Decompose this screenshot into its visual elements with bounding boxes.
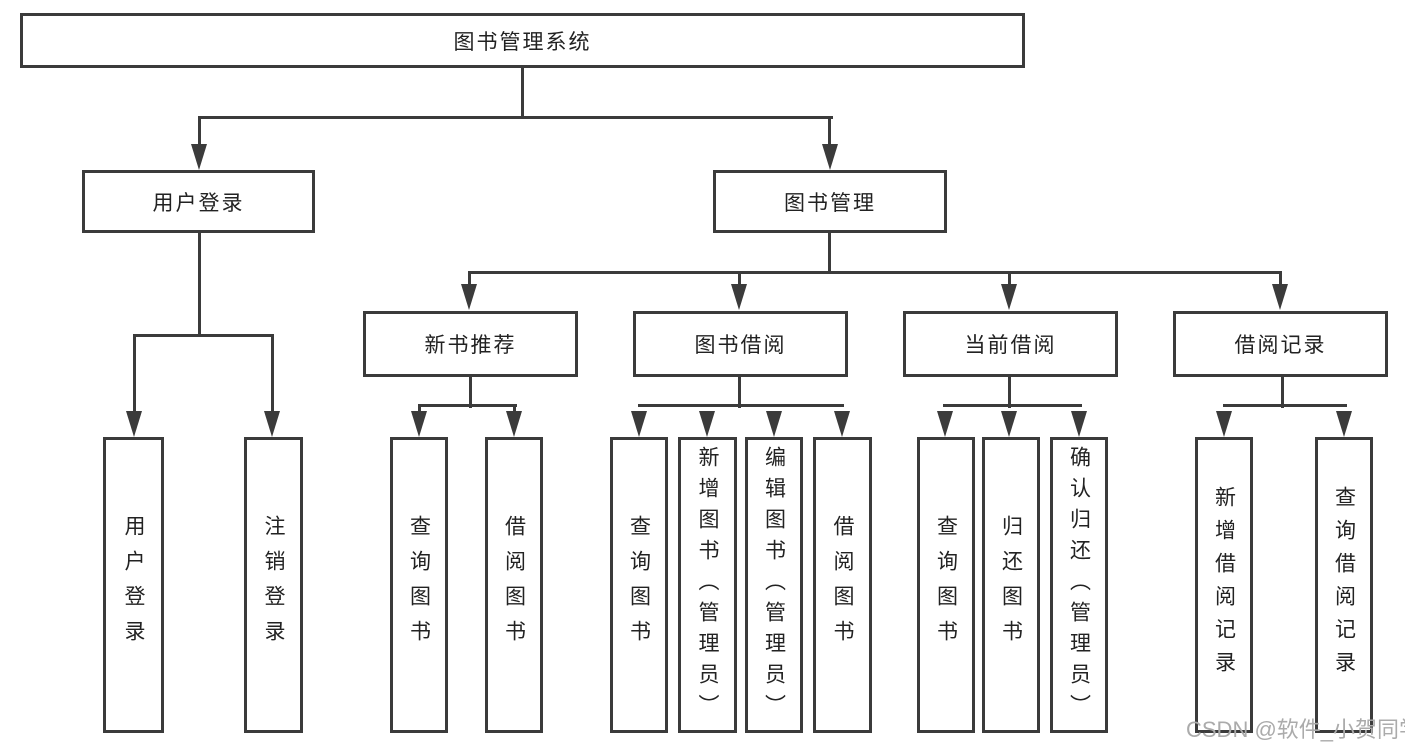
connector-line — [828, 233, 831, 274]
connector-line — [198, 233, 201, 337]
arrow-down-icon — [126, 411, 142, 437]
connector-line — [943, 404, 1082, 407]
node-book-management: 图书管理 — [713, 170, 947, 233]
node-root: 图书管理系统 — [20, 13, 1025, 68]
arrow-down-icon — [699, 411, 715, 437]
arrow-down-icon — [411, 411, 427, 437]
arrow-down-icon — [264, 411, 280, 437]
connector-line — [133, 334, 136, 414]
watermark-text: CSDN @软件_小贺同学 — [1186, 717, 1405, 742]
arrow-down-icon — [1216, 411, 1232, 437]
leaf-user-login-label: 用户登录 — [122, 515, 145, 655]
leaf-current-confirm-admin: 确认归还（管理员） — [1050, 437, 1108, 733]
arrow-down-icon — [461, 284, 477, 310]
leaf-current-query: 查询图书 — [917, 437, 975, 733]
connector-line — [1008, 271, 1011, 287]
connector-line — [828, 116, 831, 148]
connector-line — [1223, 404, 1347, 407]
connector-line — [638, 404, 844, 407]
arrow-down-icon — [1336, 411, 1352, 437]
node-user-login: 用户登录 — [82, 170, 315, 233]
leaf-borrowing-add-admin-label: 新增图书（管理员） — [696, 445, 719, 725]
connector-line — [738, 377, 741, 408]
leaf-logout: 注销登录 — [244, 437, 303, 733]
node-borrow-records-label: 借阅记录 — [1234, 334, 1327, 357]
node-book-borrowing-label: 图书借阅 — [694, 334, 787, 357]
arrow-down-icon — [1071, 411, 1087, 437]
leaf-newbooks-query: 查询图书 — [390, 437, 448, 733]
leaf-borrowing-edit-admin-label: 编辑图书（管理员） — [762, 445, 786, 725]
leaf-borrowing-edit-admin: 编辑图书（管理员） — [745, 437, 803, 733]
connector-line — [418, 404, 517, 407]
node-borrow-records: 借阅记录 — [1173, 311, 1388, 377]
node-root-label: 图书管理系统 — [453, 30, 592, 54]
leaf-borrowing-query-label: 查询图书 — [627, 515, 651, 655]
node-book-management-label: 图书管理 — [784, 191, 876, 215]
leaf-current-query-label: 查询图书 — [934, 515, 958, 655]
leaf-current-confirm-admin-label: 确认归还（管理员） — [1067, 445, 1091, 725]
node-current-borrowing-label: 当前借阅 — [964, 334, 1057, 357]
arrow-down-icon — [1001, 411, 1017, 437]
leaf-records-query: 查询借阅记录 — [1315, 437, 1373, 733]
arrow-down-icon — [822, 144, 838, 170]
arrow-down-icon — [834, 411, 850, 437]
connector-line — [271, 334, 274, 414]
connector-line — [468, 271, 471, 287]
leaf-borrowing-borrow: 借阅图书 — [813, 437, 872, 733]
leaf-newbooks-borrow: 借阅图书 — [485, 437, 543, 733]
node-book-borrowing: 图书借阅 — [633, 311, 848, 377]
leaf-current-return: 归还图书 — [982, 437, 1040, 733]
connector-line — [469, 377, 472, 408]
arrow-down-icon — [766, 411, 782, 437]
arrow-down-icon — [1001, 284, 1017, 310]
leaf-records-add: 新增借阅记录 — [1195, 437, 1253, 733]
node-user-login-label: 用户登录 — [152, 191, 245, 215]
leaf-records-add-label: 新增借阅记录 — [1212, 486, 1236, 684]
connector-line — [1008, 377, 1011, 408]
connector-line — [1281, 377, 1284, 408]
leaf-borrowing-borrow-label: 借阅图书 — [831, 515, 854, 655]
arrow-down-icon — [191, 144, 207, 170]
leaf-current-return-label: 归还图书 — [999, 515, 1023, 655]
leaf-logout-label: 注销登录 — [262, 515, 285, 655]
leaf-borrowing-query: 查询图书 — [610, 437, 668, 733]
connector-line — [133, 334, 274, 337]
connector-line — [513, 404, 516, 413]
leaf-newbooks-query-label: 查询图书 — [407, 515, 431, 655]
node-new-book-recommend: 新书推荐 — [363, 311, 578, 377]
arrow-down-icon — [731, 284, 747, 310]
connector-line — [198, 116, 833, 119]
leaf-user-login: 用户登录 — [103, 437, 164, 733]
arrow-down-icon — [506, 411, 522, 437]
connector-line — [521, 68, 524, 119]
leaf-records-query-label: 查询借阅记录 — [1332, 486, 1356, 684]
node-new-book-recommend-label: 新书推荐 — [424, 334, 517, 357]
connector-line — [738, 271, 741, 287]
node-current-borrowing: 当前借阅 — [903, 311, 1118, 377]
connector-line — [198, 116, 201, 148]
leaf-borrowing-add-admin: 新增图书（管理员） — [678, 437, 737, 733]
leaf-newbooks-borrow-label: 借阅图书 — [502, 515, 526, 655]
arrow-down-icon — [1272, 284, 1288, 310]
arrow-down-icon — [631, 411, 647, 437]
connector-line — [1279, 271, 1282, 287]
arrow-down-icon — [937, 411, 953, 437]
connector-line — [418, 404, 421, 413]
connector-line — [468, 271, 1282, 274]
